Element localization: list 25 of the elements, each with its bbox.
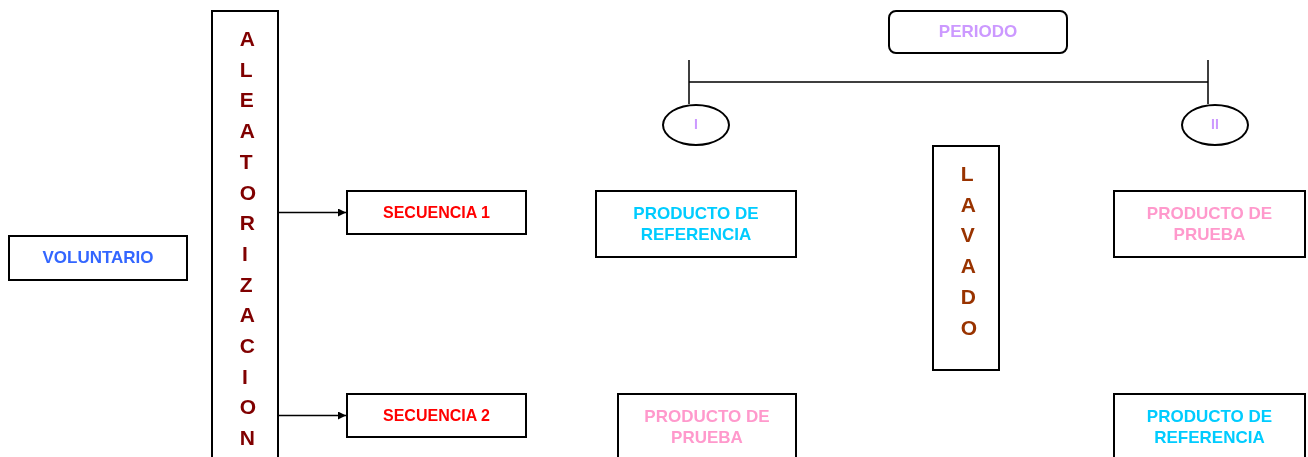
process-box (346, 190, 527, 235)
node-label: I (693, 116, 699, 134)
node-label: PRODUCTO DE PRUEBA (643, 405, 771, 449)
period-box (888, 10, 1068, 54)
node-label: SECUENCIA 2 (382, 405, 491, 426)
node-label: PRODUCTO DE REFERENCIA (1145, 405, 1274, 449)
vertical-label: ALEATORIZACION (238, 26, 261, 452)
process-box (346, 393, 527, 438)
node-label: PRODUCTO DE REFERENCIA (632, 202, 760, 246)
process-box (8, 235, 188, 281)
product-box (1113, 190, 1306, 258)
arrow (278, 411, 347, 420)
vertical-label: LAVADO (959, 161, 982, 341)
node-label: II (1210, 116, 1220, 134)
product-box (617, 393, 797, 457)
node-label: SECUENCIA 1 (382, 202, 491, 223)
node-label: VOLUNTARIO (41, 247, 155, 269)
product-box (595, 190, 797, 258)
arrow (278, 208, 347, 217)
node-label: PRODUCTO DE PRUEBA (1145, 202, 1274, 246)
washout-box (932, 145, 1000, 371)
process-box (211, 10, 279, 457)
node-label: PERIODO (937, 21, 1019, 43)
bracket-line (688, 59, 1209, 105)
product-box (1113, 393, 1306, 457)
